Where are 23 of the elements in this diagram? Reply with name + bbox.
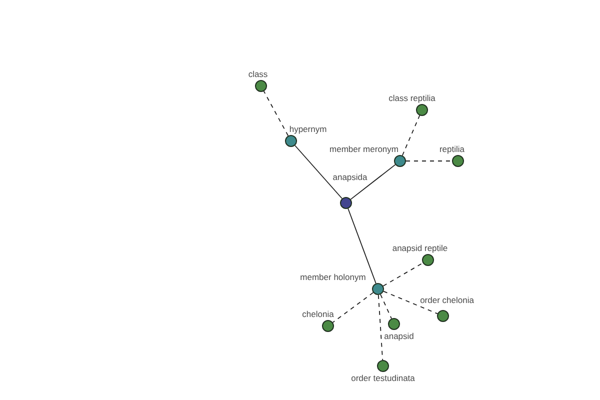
dashed-connector	[402, 115, 420, 156]
dashed-connector	[382, 262, 424, 286]
dashed-connector	[332, 292, 374, 323]
dashed-connector	[406, 160, 452, 162]
dashed-connector	[380, 294, 392, 319]
node-label: order testudinata	[350, 373, 416, 383]
dashed-connector	[383, 290, 438, 314]
node-label: member meronym	[328, 144, 400, 154]
node-label: anapsida	[332, 172, 368, 182]
dashed-connector	[378, 294, 384, 360]
node-label: member holonym	[299, 272, 367, 282]
node-label: chelonia	[301, 309, 335, 319]
node-label: class	[247, 69, 269, 79]
node-label: hypernym	[288, 124, 328, 134]
connector-line	[348, 208, 376, 284]
dashed-connector	[263, 90, 289, 136]
node-label: reptilia	[438, 144, 466, 154]
connector-line	[350, 164, 396, 200]
connector-line	[294, 145, 342, 199]
node-label: anapsid reptile	[391, 243, 449, 253]
node-label: class reptilia	[388, 93, 436, 103]
node-label: order chelonia	[419, 295, 475, 305]
node-label: anapsid	[383, 331, 415, 341]
